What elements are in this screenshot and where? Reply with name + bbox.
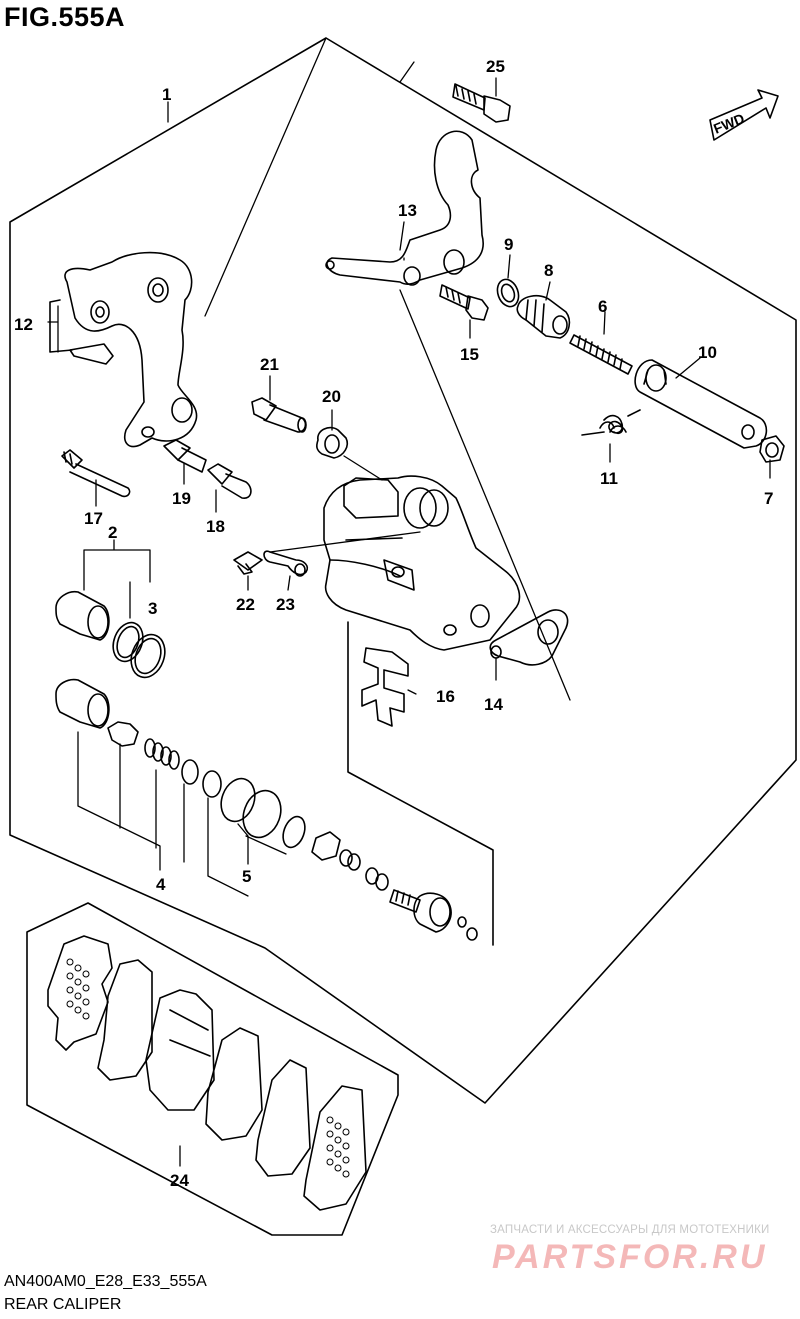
seal-3b-inner [134,637,162,675]
brake-pads [47,935,367,1211]
cap-23 [263,550,309,577]
spring-washers [144,738,306,849]
callout-12: 12 [14,315,33,334]
callout-labels: 1 2 3 4 5 6 7 8 9 10 11 12 13 14 15 16 1… [14,57,773,1190]
bracket-12 [49,251,198,448]
fwd-label: FWD [711,110,747,137]
seal-3a [112,621,144,663]
callout-19: 19 [172,489,191,508]
callout-14: 14 [484,695,503,714]
callout-3: 3 [148,599,157,618]
fwd-arrow-icon: FWD [709,89,779,141]
assembly-outline [9,37,797,1104]
piston-4 [55,678,110,729]
callout-8: 8 [544,261,553,280]
caliper-body [323,475,521,651]
callout-11: 11 [600,469,618,488]
bolt-25 [452,83,511,123]
pin-19 [163,439,207,473]
figure-subtitle: REAR CALIPER [4,1296,122,1313]
callout-21: 21 [260,355,279,374]
pin-18 [207,463,252,499]
callout-6: 6 [598,297,607,316]
bolt-15 [439,284,489,321]
spring-6 [569,334,633,375]
callout-4: 4 [156,875,166,894]
model-code: AN400AM0_E28_E33_555A [4,1273,207,1290]
bleeder-22 [233,551,263,575]
boot-20 [316,426,349,459]
bracket-13 [325,130,484,286]
watermark-logo: PARTSFOR.RU [492,1238,768,1276]
callout-2: 2 [108,523,117,542]
seal-3b [130,633,166,679]
callout-10: 10 [698,343,717,362]
o-ring-9-inner [500,283,516,303]
callout-18: 18 [206,517,225,536]
gasket-14 [489,609,569,666]
callout-24: 24 [170,1171,189,1190]
callout-9: 9 [504,235,513,254]
callout-23: 23 [276,595,295,614]
callout-20: 20 [322,387,341,406]
pin-21 [251,397,307,433]
callout-25: 25 [486,57,505,76]
pin-10 [634,359,768,449]
o-ring-9 [496,278,520,308]
watermark-text: ЗАПЧАСТИ И АКСЕССУАРЫ ДЛЯ МОТОТЕХНИКИ [490,1224,770,1236]
adjuster-gear [107,721,139,747]
pin-17 [61,449,131,498]
callout-17: 17 [84,509,103,528]
spring-11 [581,409,641,436]
nut-7 [759,435,785,463]
callout-15: 15 [460,345,479,364]
inner-outline [347,621,494,946]
seal-3a-inner [116,625,140,659]
pad-spring-16 [361,647,409,727]
callout-22: 22 [236,595,255,614]
leader-lines [47,37,771,1167]
adjuster-assembly [311,831,478,941]
callout-5: 5 [242,867,251,886]
callout-16: 16 [436,687,455,706]
figure-title: FIG.555A [4,2,126,32]
callout-7: 7 [764,489,773,508]
boot-8 [516,294,571,339]
piston-2 [55,590,110,641]
callout-1: 1 [162,85,171,104]
pad-set-outline [26,902,399,1236]
callout-13: 13 [398,201,417,220]
